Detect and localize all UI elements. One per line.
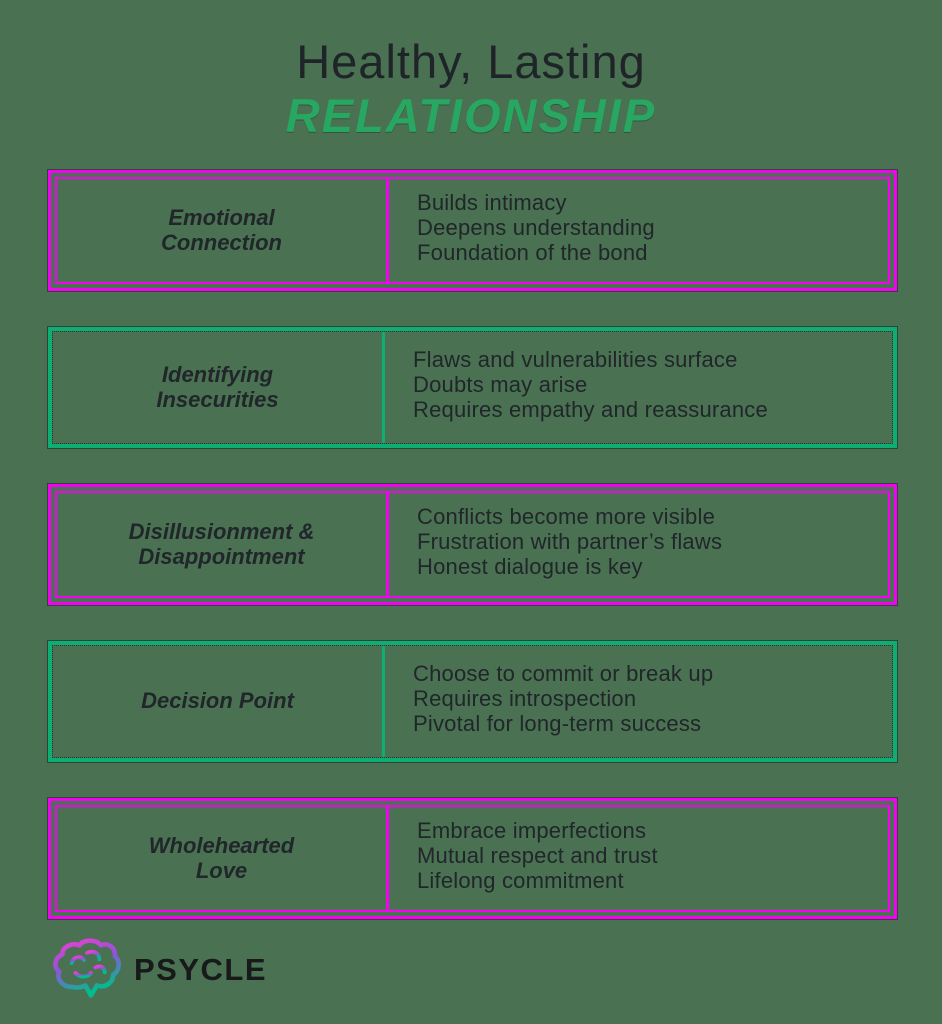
header: Healthy, Lasting RELATIONSHIP: [0, 36, 942, 141]
row-frame: Emotional Connection Builds intimacy Dee…: [55, 177, 890, 284]
table-row: Identifying Insecurities Flaws and vulne…: [48, 327, 897, 448]
stages-table: Emotional Connection Builds intimacy Dee…: [48, 170, 897, 955]
stage-point: Lifelong commitment: [417, 868, 624, 894]
stage-title-line: Disappointment: [138, 543, 305, 569]
stage-points-cell: Conflicts become more visible Frustratio…: [389, 493, 888, 596]
row-frame: Identifying Insecurities Flaws and vulne…: [52, 331, 893, 444]
row-frame: Disillusionment & Disappointment Conflic…: [55, 491, 890, 598]
stage-points-cell: Builds intimacy Deepens understanding Fo…: [389, 179, 888, 282]
stage-title-line: Insecurities: [156, 386, 279, 412]
stage-point: Choose to commit or break up: [413, 660, 714, 686]
stage-title-cell: Decision Point: [53, 646, 385, 757]
table-row: Emotional Connection Builds intimacy Dee…: [48, 170, 897, 291]
stage-title-line: Love: [195, 857, 248, 883]
stage-points-cell: Flaws and vulnerabilities surface Doubts…: [385, 332, 892, 443]
stage-title-line: Disillusionment &: [128, 518, 315, 544]
brain-icon: [53, 938, 121, 998]
stage-point: Embrace imperfections: [417, 817, 647, 843]
stage-title: Wholehearted Love: [148, 832, 295, 883]
brand-name: PSYCLE: [134, 952, 268, 987]
stage-point: Honest dialogue is key: [417, 554, 643, 580]
stage-title-line: Decision Point: [141, 688, 294, 714]
stage-point: Conflicts become more visible: [417, 503, 716, 529]
stage-points-cell: Embrace imperfections Mutual respect and…: [389, 807, 888, 910]
stage-point: Builds intimacy: [417, 189, 567, 215]
row-frame: Decision Point Choose to commit or break…: [52, 645, 893, 758]
stage-title-cell: Identifying Insecurities: [53, 332, 385, 443]
stage-point: Doubts may arise: [413, 371, 588, 397]
page-subtitle: RELATIONSHIP: [285, 88, 657, 142]
table-row: Decision Point Choose to commit or break…: [48, 641, 897, 762]
stage-title-cell: Disillusionment & Disappointment: [57, 493, 389, 596]
stage-points-cell: Choose to commit or break up Requires in…: [385, 646, 892, 757]
stage-point: Requires introspection: [413, 685, 637, 711]
stage-title-cell: Emotional Connection: [57, 179, 389, 282]
stage-point: Mutual respect and trust: [417, 842, 658, 868]
stage-point: Frustration with partner’s flaws: [417, 528, 723, 554]
stage-title-line: Emotional: [168, 204, 275, 230]
stage-title: Disillusionment & Disappointment: [128, 518, 315, 569]
stage-point: Deepens understanding: [417, 214, 655, 240]
stage-title: Identifying Insecurities: [156, 361, 279, 412]
table-row: Disillusionment & Disappointment Conflic…: [48, 484, 897, 605]
stage-title-line: Identifying: [161, 361, 274, 387]
row-frame: Wholehearted Love Embrace imperfections …: [55, 805, 890, 912]
page-title: Healthy, Lasting: [296, 35, 646, 88]
stage-point: Foundation of the bond: [417, 240, 648, 266]
stage-title: Emotional Connection: [161, 204, 282, 255]
stage-point: Flaws and vulnerabilities surface: [413, 346, 738, 372]
table-row: Wholehearted Love Embrace imperfections …: [48, 798, 897, 919]
stage-title-line: Connection: [161, 229, 282, 255]
stage-title: Decision Point: [141, 688, 294, 714]
brand-logo: PSYCLE: [50, 938, 267, 1002]
stage-point: Pivotal for long-term success: [413, 711, 702, 737]
stage-title-line: Wholehearted: [148, 832, 295, 858]
stage-title-cell: Wholehearted Love: [57, 807, 389, 910]
stage-point: Requires empathy and reassurance: [413, 397, 768, 423]
